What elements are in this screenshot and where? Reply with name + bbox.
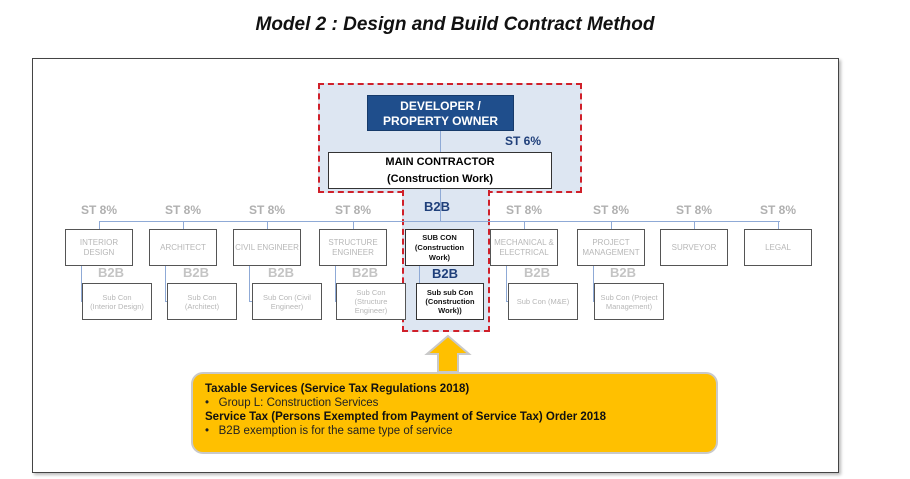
sub-con-box: Sub Con (M&E) [508,283,578,320]
connector [81,301,82,302]
connector [335,301,336,302]
consultant-box: PROJECT MANAGEMENT [577,229,645,266]
consultant-rate-label: ST 8% [80,203,117,217]
connector [183,221,184,229]
main-contractor-box: MAIN CONTRACTOR (Construction Work) [328,152,552,189]
consultant-box: MECHANICAL & ELECTRICAL [490,229,558,266]
connector [353,221,354,229]
consultant-rate-label: ST 8% [248,203,285,217]
consultant-rate-label: ST 8% [334,203,371,217]
sub-con-rate-label: B2B [352,265,379,280]
diagram-title: Model 2 : Design and Build Contract Meth… [255,14,655,35]
connector [249,266,250,301]
connector [267,221,268,229]
sub-con-rate-label: B2B [183,265,210,280]
construction-sub-sub-con-box: Sub sub Con (Construction Work)) [416,283,484,320]
note-bullet-text: B2B exemption is for the same type of se… [218,425,453,437]
connector [524,221,525,229]
note-heading: Taxable Services (Service Tax Regulation… [205,383,470,395]
consultant-rate-label: ST 8% [759,203,796,217]
connector [81,266,82,301]
connector [99,221,780,222]
diagram-frame [32,58,839,473]
consultant-rate-label: ST 8% [164,203,201,217]
sub-con-rate-label: B2B [268,265,295,280]
construction-sub-con-box: SUB CON (Construction Work) [405,229,474,266]
consultant-box: SURVEYOR [660,229,728,266]
connector [165,266,166,301]
sub-con-box: Sub Con (Architect) [167,283,237,320]
main-rate-label: ST 6% [505,134,542,148]
consultant-box: INTERIOR DESIGN [65,229,133,266]
connector [694,221,695,229]
consultant-box: STRUCTURE ENGINEER [319,229,387,266]
consultant-box: CIVIL ENGINEER [233,229,301,266]
note-bullet-text: Group L: Construction Services [218,397,379,409]
notes-box: Taxable Services (Service Tax Regulation… [191,372,718,454]
consultant-box: ARCHITECT [149,229,217,266]
note-bullet: • Group L: Construction Services [205,397,379,409]
developer-box: DEVELOPER / PROPERTY OWNER [367,95,514,131]
connector [249,301,252,302]
connector [593,266,594,301]
sub-con-rate-label: B2B [98,265,125,280]
sub-con-rate-label: B2B [524,265,551,280]
connector [440,131,441,152]
connector [335,266,336,301]
sub-con-box: Sub Con (Project Management) [594,283,664,320]
sub-con-rate-label: B2B [424,199,451,214]
consultant-rate-label: ST 8% [592,203,629,217]
sub-con-rate-label: B2B [610,265,637,280]
consultant-rate-label: ST 8% [675,203,712,217]
sub-con-box: Sub Con (Structure Engineer) [336,283,406,320]
connector [99,221,100,229]
connector [778,221,779,229]
connector [506,266,507,301]
consultant-box: LEGAL [744,229,812,266]
connector [165,301,167,302]
note-bullet: • B2B exemption is for the same type of … [205,425,453,437]
note-heading: Service Tax (Persons Exempted from Payme… [205,411,606,423]
sub-con-box: Sub Con (Interior Design) [82,283,152,320]
connector [593,301,594,302]
up-arrow-icon [424,334,472,373]
sub-sub-con-rate-label: B2B [432,266,459,281]
consultant-rate-label: ST 8% [505,203,542,217]
connector [611,221,612,229]
connector [506,301,508,302]
connector [440,189,441,222]
sub-con-box: Sub Con (Civil Engineer) [252,283,322,320]
